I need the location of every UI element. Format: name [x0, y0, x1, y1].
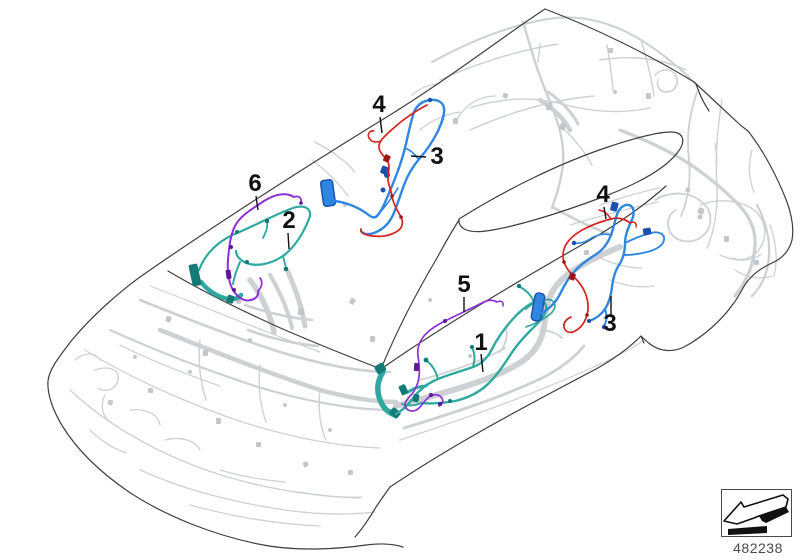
supply-line-passenger-front[interactable] — [225, 193, 303, 302]
callout-door-driver[interactable]: 1 — [474, 328, 488, 356]
callout-leader-rear-door-left — [410, 155, 427, 158]
callout-leader-door-passenger — [287, 232, 290, 250]
callout-rear-supply-left[interactable]: 4 — [372, 90, 386, 118]
car-body-outline — [47, 8, 794, 550]
callout-rear-supply-right[interactable]: 4 — [596, 180, 610, 208]
callout-rear-door-left[interactable]: 3 — [430, 142, 444, 170]
door-harness-2-connector[interactable] — [188, 263, 202, 287]
callout-leader-lines — [255, 116, 612, 373]
stamp-box — [721, 489, 792, 537]
rear-supply-line-left[interactable] — [360, 104, 428, 238]
diagram-number: 482238 — [733, 540, 783, 556]
callout-supply-driver[interactable]: 5 — [457, 270, 471, 298]
callout-rear-door-right[interactable]: 3 — [603, 309, 617, 337]
rear-door-harness-right[interactable] — [530, 201, 666, 330]
callout-door-passenger[interactable]: 2 — [282, 206, 296, 234]
rear-door-harness-left-connector[interactable] — [319, 178, 337, 208]
callout-leader-supply-passenger — [255, 195, 259, 211]
rear-door-harness-left[interactable] — [319, 97, 446, 236]
callout-leader-rear-supply-left — [379, 116, 383, 134]
gray-connector-blobs — [107, 48, 759, 475]
supply-line-driver-front[interactable] — [404, 299, 504, 412]
direction-arrow-icon — [723, 494, 789, 535]
rear-supply-line-right[interactable] — [562, 209, 637, 334]
callout-supply-passenger[interactable]: 6 — [248, 169, 262, 197]
body-main-wiring — [69, 16, 777, 527]
callout-leader-door-driver — [480, 353, 484, 373]
callout-leader-rear-supply-right — [603, 206, 607, 220]
